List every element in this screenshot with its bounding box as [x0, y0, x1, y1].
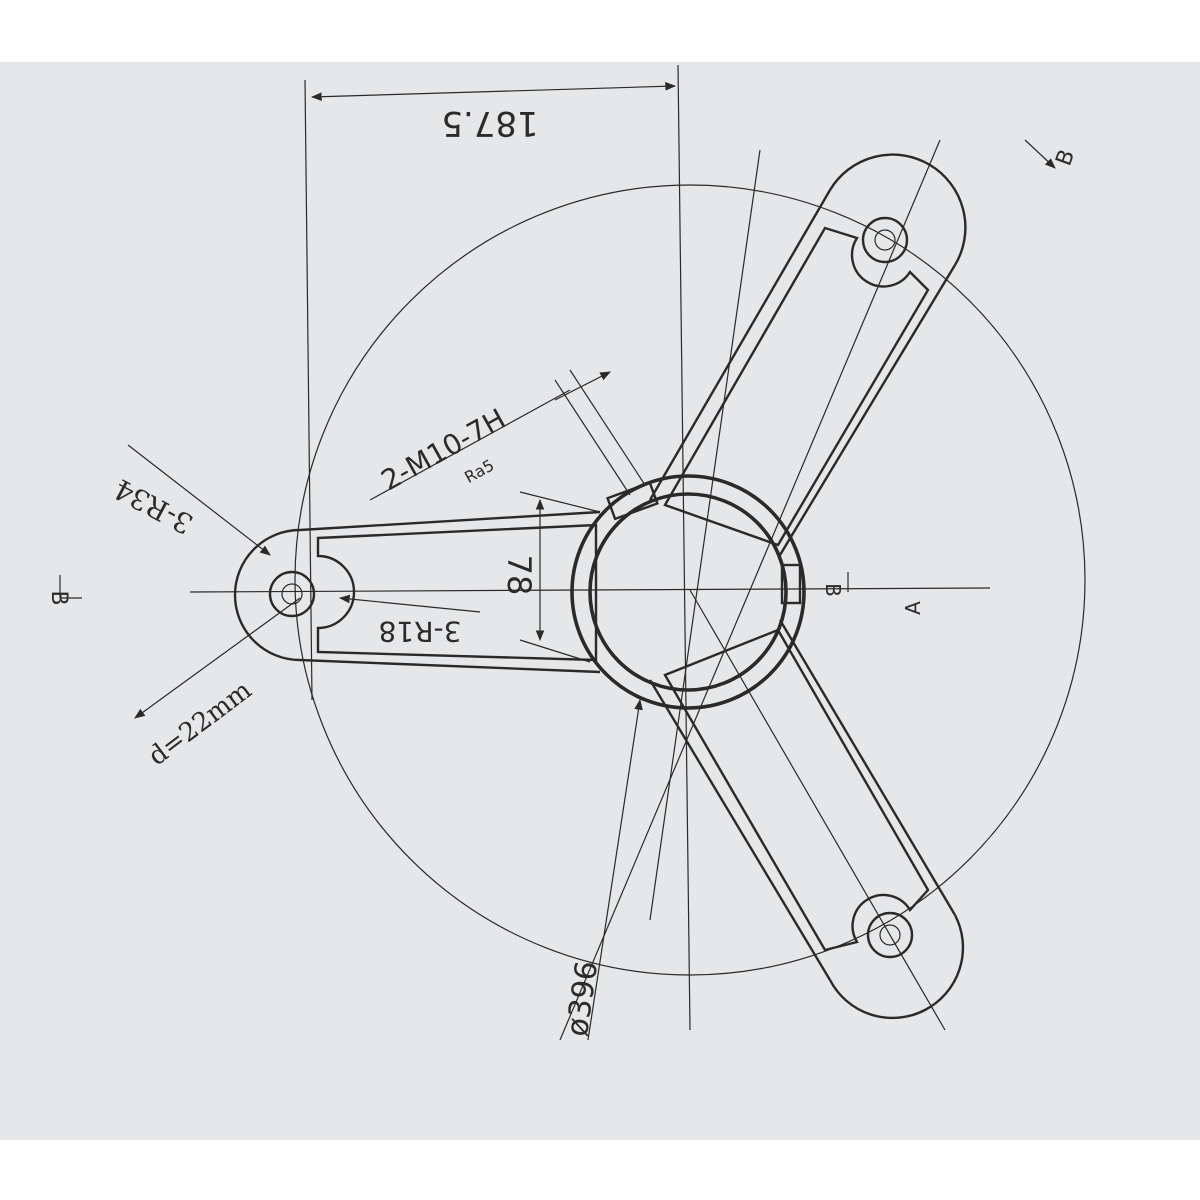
hole-left — [268, 570, 316, 618]
arm-lower-right — [648, 619, 965, 1020]
hole-lower-right — [866, 911, 914, 959]
label-section-left: B — [46, 590, 71, 605]
central-hub — [570, 474, 806, 710]
label-187-5: 187.5 — [441, 103, 538, 143]
hole-upper-right — [861, 216, 909, 264]
label-78: 78 — [500, 555, 538, 596]
label-view-a: A — [901, 601, 925, 615]
center-lines — [189, 64, 991, 1041]
label-section-mid: B — [821, 583, 845, 597]
label-3-r18: 3-R18 — [378, 615, 461, 648]
arm-upper-right — [648, 153, 967, 556]
dimension-187-5: 187.5 — [304, 79, 677, 701]
dimension-78: 78 — [500, 491, 601, 663]
reference-circle — [294, 184, 1086, 976]
